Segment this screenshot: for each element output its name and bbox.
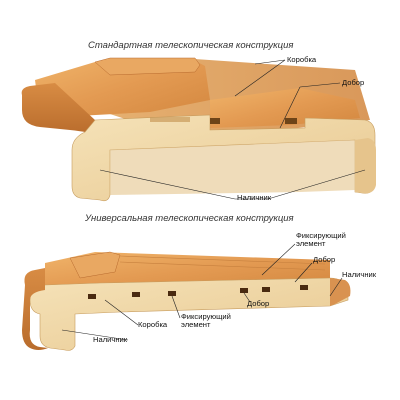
cross-section-cut-face [71,114,376,202]
label-fix-bottom-2: элемент [181,320,211,329]
korobka-edge [150,117,190,122]
universal-construction-diagram [22,243,351,351]
leader-fix-bottom [171,295,181,319]
label-dobor-right: Добор [313,255,336,264]
korobka-ridge [94,57,201,76]
groove-slot-2 [285,118,297,124]
leader-nalichnik-left [99,169,236,200]
slot-6 [300,285,308,290]
universal-construction-title: Универсальная телескопическая конструкци… [85,213,294,224]
label-fix-right-2: элемент [296,239,326,248]
slot-2 [132,292,140,297]
label-nalichnik-bottom: Наличник [93,335,128,344]
label-nalichnik-top: Наличник [237,193,272,202]
top-stripe-1 [119,255,326,265]
label-fix-right-1: Фиксирующий [296,231,346,240]
leader-korobka-b [104,299,139,326]
dobor-top-face [210,88,360,128]
nalichnik-right-section [355,138,376,194]
standard-construction-diagram [21,57,376,202]
label-dobor-bottom: Добор [247,299,270,308]
slot-3 [168,291,176,296]
slot-1 [88,294,96,299]
leader-dobor [299,82,341,88]
nalichnik-left-face [21,83,96,135]
leader-korobka [254,59,286,65]
leader-korobka-2 [234,59,286,97]
leader-dobor-bottom [243,292,251,303]
frame-underside [110,140,355,195]
label-korobka-top: Коробка [287,55,317,64]
universal-nalichnik-face [22,268,48,350]
slot-4 [240,288,248,293]
universal-right-end [330,278,351,306]
standard-construction-title: Стандартная телескопическая конструкция [88,40,294,51]
label-dobor-top: Добор [342,78,365,87]
leader-nalichnik-right-b [329,277,343,297]
groove-slot-1 [210,118,220,124]
leader-nalichnik-right [267,169,366,200]
label-nalichnik-right: Наличник [342,270,377,279]
leader-dobor-right [294,262,313,283]
label-fix-bottom-1: Фиксирующий [181,312,231,321]
leader-dobor-2 [279,86,301,129]
slot-5 [262,287,270,292]
universal-korobka-ridge [69,251,121,279]
leader-nalichnik-left-b [61,329,129,341]
label-korobka-bottom: Коробка [138,320,168,329]
top-stripe-2 [119,261,326,271]
leader-fix-right [261,243,296,276]
